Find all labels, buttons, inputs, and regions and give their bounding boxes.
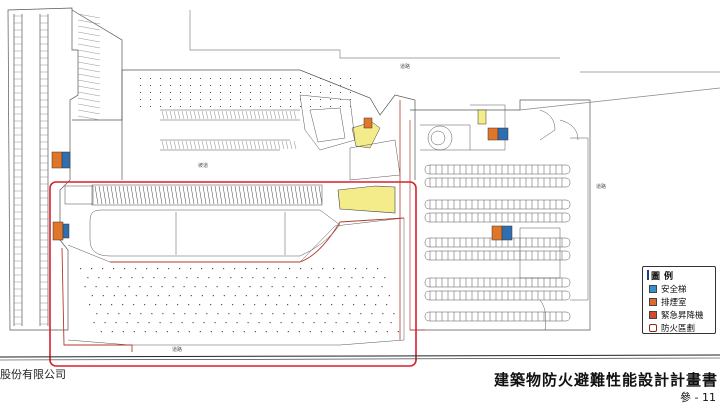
road-label-bottom: 道路 <box>172 347 183 353</box>
legend-item-smoke-room: 排煙室 <box>649 296 687 308</box>
road-label-right: 道路 <box>596 184 607 190</box>
legend-title: 圖例 <box>646 269 677 282</box>
legend-item-label: 排煙室 <box>661 297 687 308</box>
document-title: 建築物防火避難性能設計計畫書 <box>493 371 718 389</box>
legend-item-label: 緊急昇降機 <box>661 310 704 321</box>
legend-item-label: 安全梯 <box>661 284 687 295</box>
legend-box: 圖例 安全梯 排煙室 緊急昇降機 防火區劃 <box>642 266 716 334</box>
stair-swatch-icon <box>649 284 657 293</box>
legend-item-stair: 安全梯 <box>649 283 687 295</box>
legend-item-label: 防火區劃 <box>661 323 696 334</box>
legend-item-fire-compartment: 防火區劃 <box>649 322 696 334</box>
page-number: 參 - 11 <box>680 391 716 404</box>
ramp-label: 坡道 <box>198 163 209 169</box>
highlight-box <box>49 181 417 367</box>
smoke-room-swatch-icon <box>649 297 657 306</box>
company-name: 股份有限公司 <box>0 368 66 381</box>
road-label-top: 道路 <box>400 64 411 70</box>
elevator-swatch-icon <box>649 310 657 319</box>
legend-item-emergency-elevator: 緊急昇降機 <box>649 309 704 321</box>
fire-compartment-swatch-icon <box>649 323 657 332</box>
